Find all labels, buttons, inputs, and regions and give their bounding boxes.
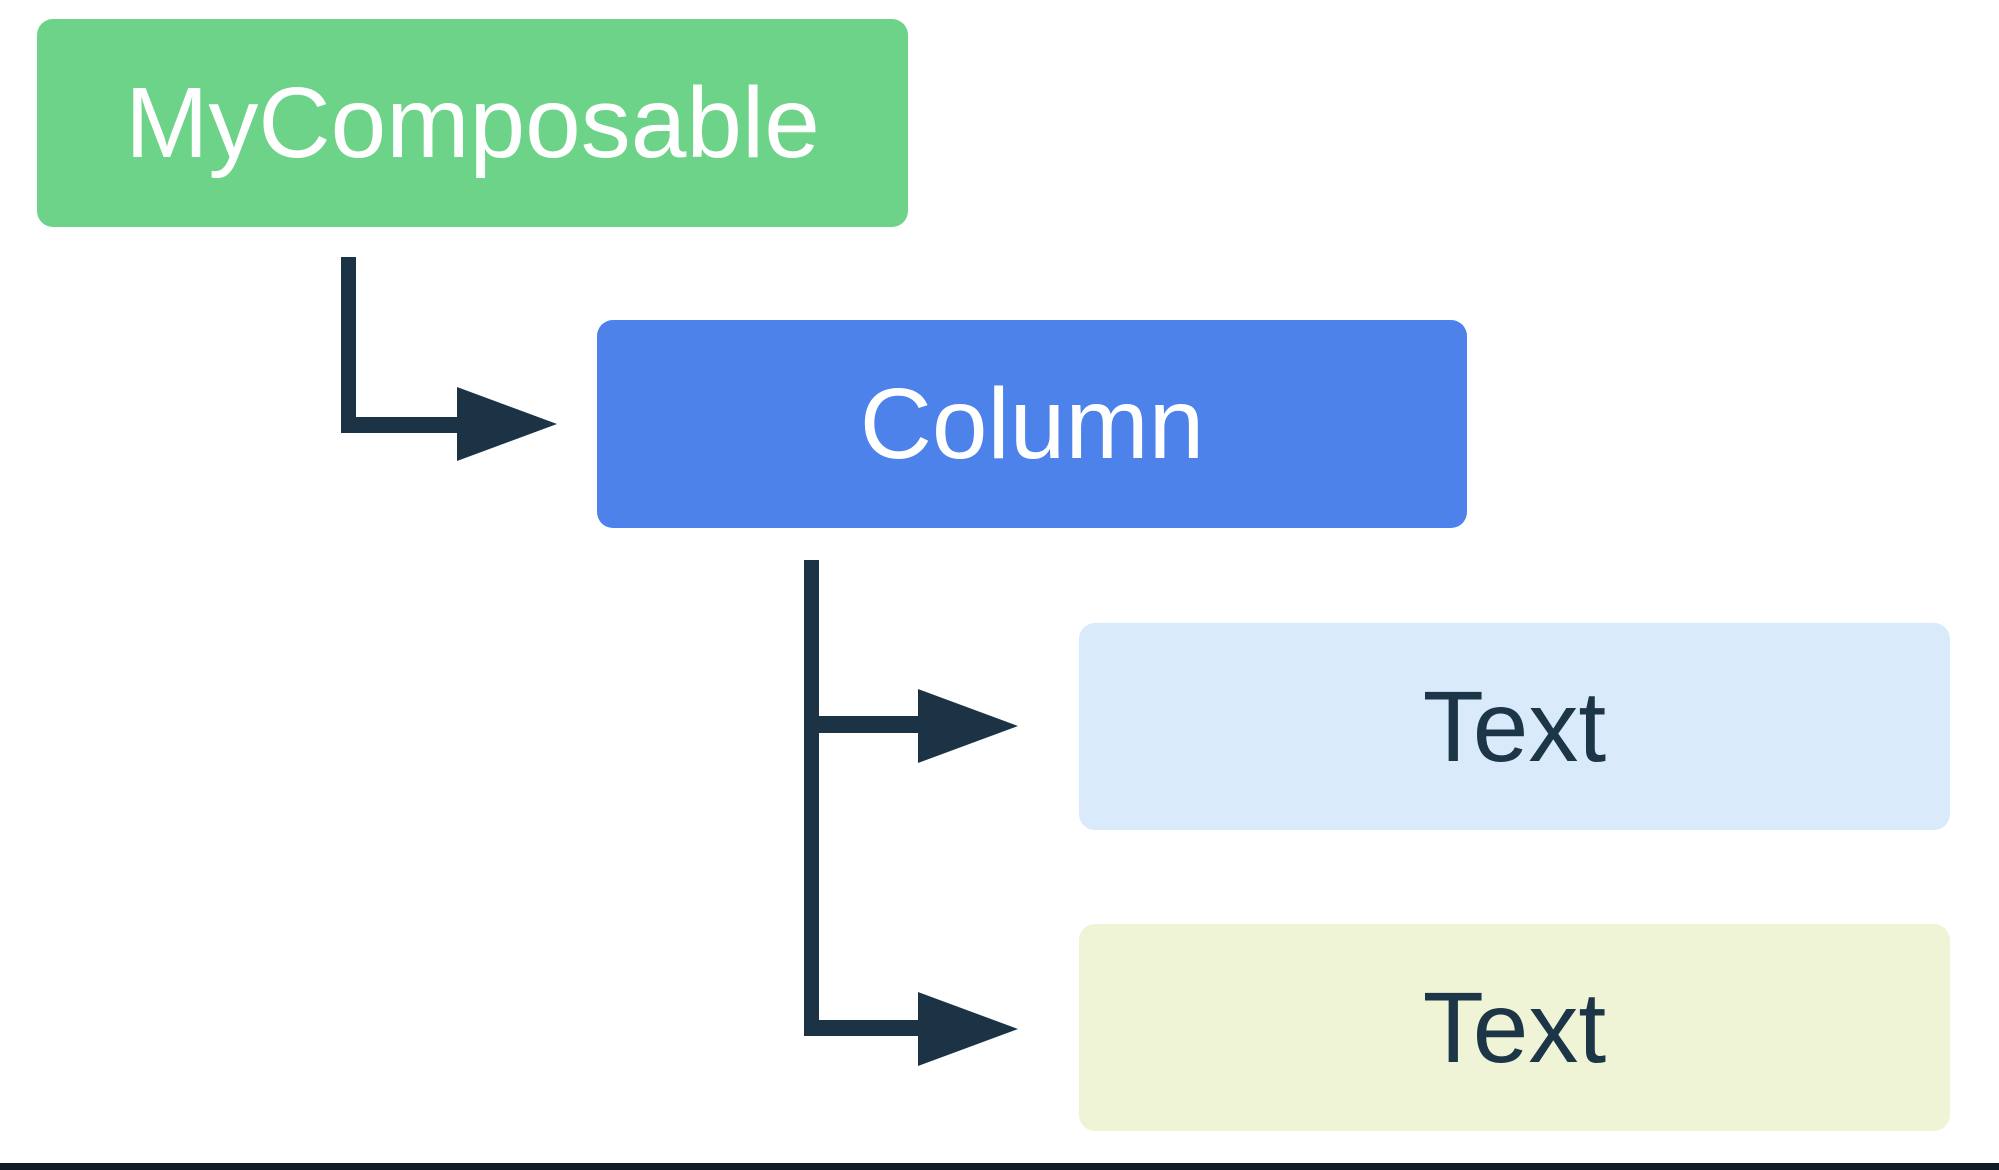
node-column: Column xyxy=(597,320,1467,528)
edge-column-trunk-vertical-line xyxy=(804,560,819,1036)
edge-root-to-column-vertical-line xyxy=(341,257,356,433)
edge-column-to-text2-arrowhead-icon xyxy=(918,992,1018,1066)
node-mycomposable-label: MyComposable xyxy=(125,67,820,179)
node-text-1-label: Text xyxy=(1422,670,1607,783)
node-mycomposable: MyComposable xyxy=(37,19,908,227)
edge-column-to-text2-horizontal-line xyxy=(804,1020,918,1036)
node-text-1: Text xyxy=(1079,623,1950,830)
node-text-2-label: Text xyxy=(1422,971,1607,1084)
edge-root-to-column-arrowhead-icon xyxy=(457,387,557,461)
node-column-label: Column xyxy=(859,368,1205,480)
edge-column-to-text1-arrowhead-icon xyxy=(918,689,1018,763)
edge-column-to-text1-horizontal-line xyxy=(804,716,918,733)
bottom-divider xyxy=(0,1163,1999,1170)
node-text-2: Text xyxy=(1079,924,1950,1131)
edge-root-to-column-horizontal-line xyxy=(341,417,457,433)
